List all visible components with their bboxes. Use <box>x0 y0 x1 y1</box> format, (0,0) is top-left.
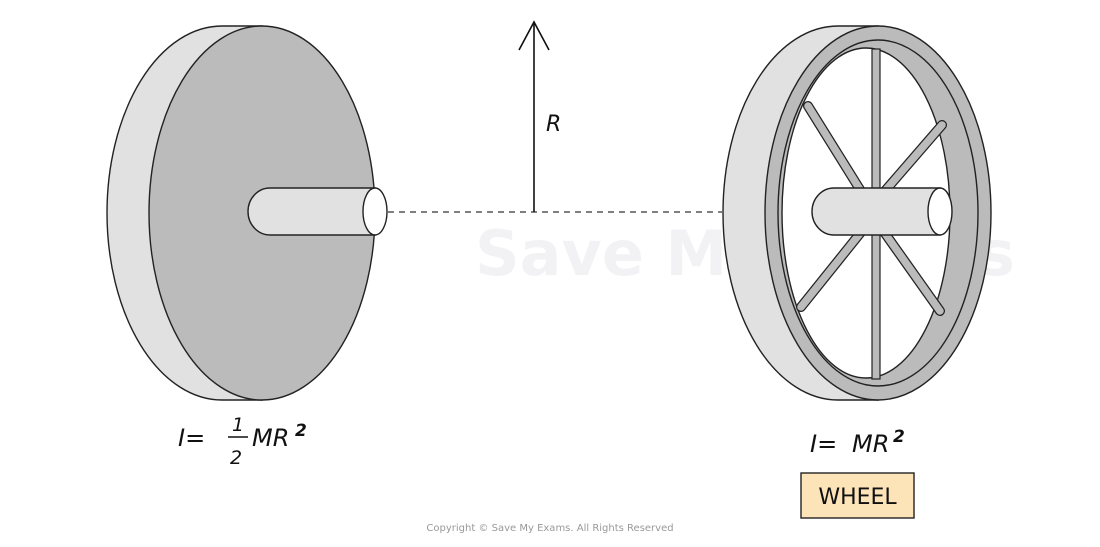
svg-text:2: 2 <box>230 447 242 469</box>
disc-formula: I= 1 2 MR 2 <box>178 414 307 469</box>
svg-text:I=: I= <box>810 430 837 458</box>
svg-text:2: 2 <box>295 421 307 441</box>
wheel-formula: I= MR 2 <box>810 427 905 458</box>
radius-arrow <box>518 20 550 212</box>
radius-label: R <box>546 112 561 137</box>
svg-text:I=: I= <box>178 424 205 452</box>
disc-axle <box>247 187 376 236</box>
wheel <box>722 25 992 401</box>
svg-text:MR: MR <box>252 424 289 452</box>
svg-text:1: 1 <box>232 414 244 436</box>
copyright: Copyright © Save My Exams. All Rights Re… <box>426 523 673 534</box>
svg-text:2: 2 <box>893 427 905 447</box>
solid-disc <box>106 25 388 401</box>
wheel-tag: WHEEL <box>800 472 915 519</box>
svg-text:MR: MR <box>852 430 889 458</box>
wheel-axle <box>811 187 941 236</box>
svg-text:WHEEL: WHEEL <box>818 485 897 510</box>
